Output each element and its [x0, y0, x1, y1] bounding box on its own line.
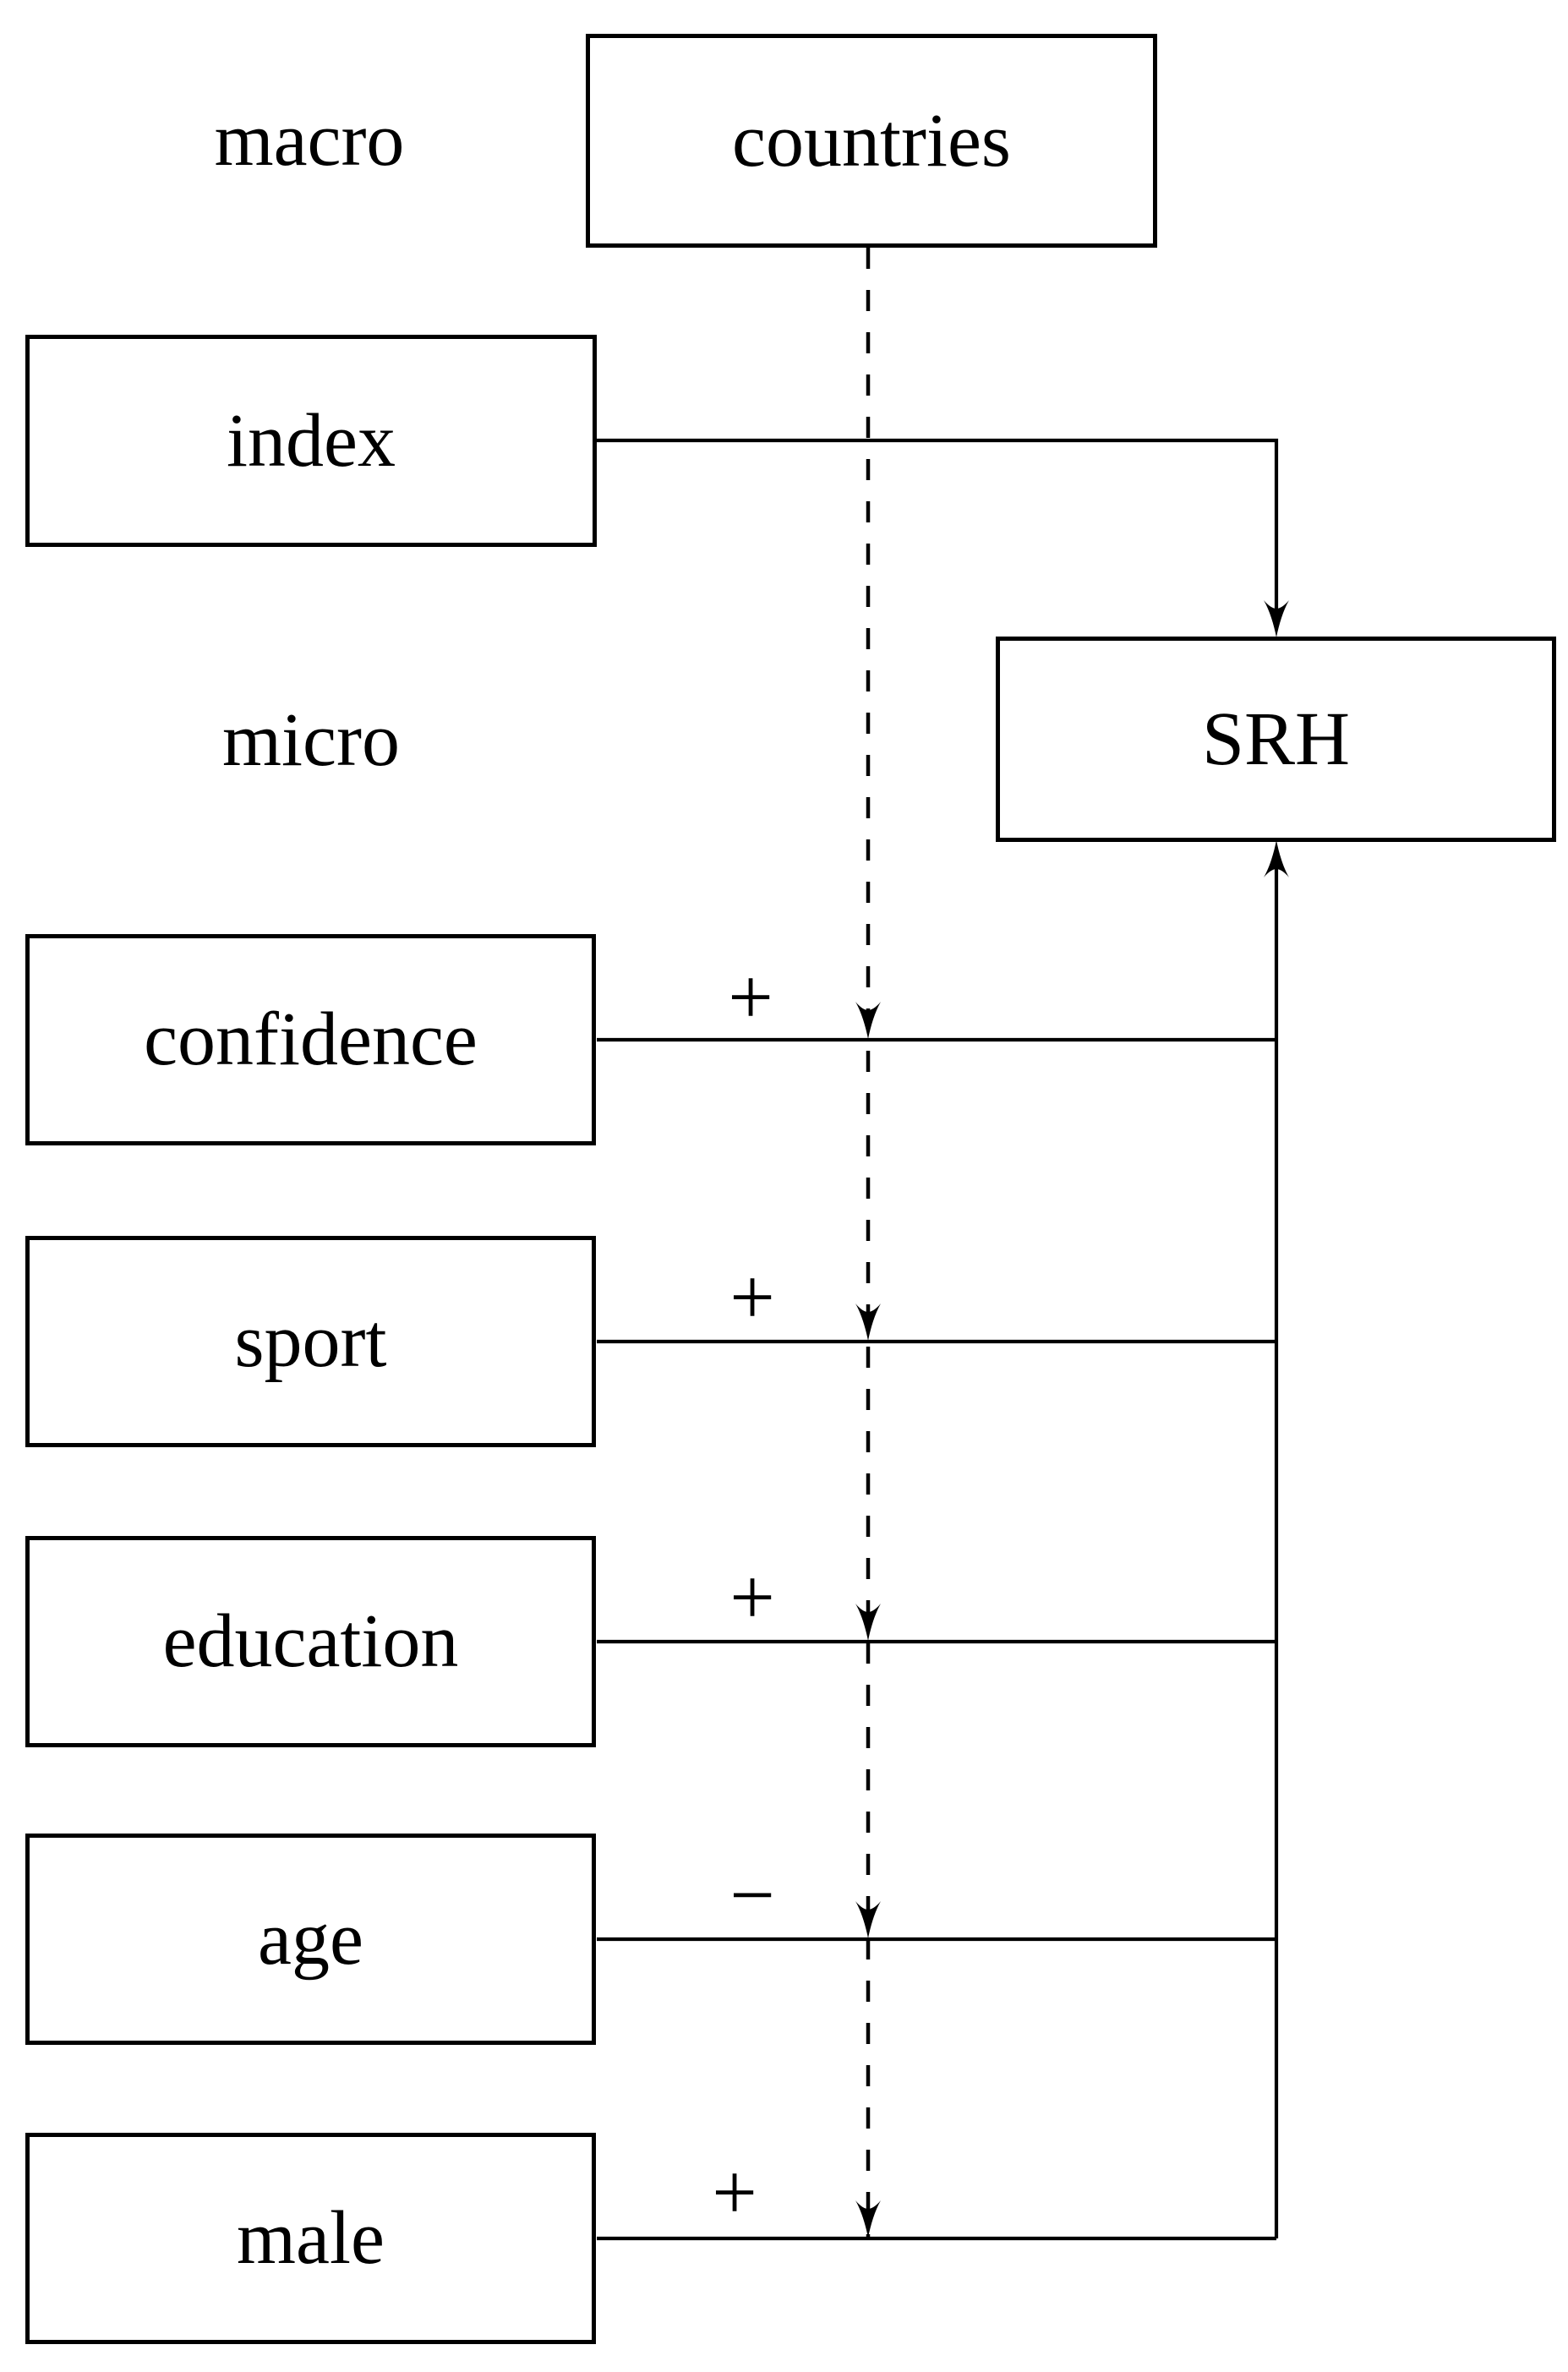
node-education-label: education: [162, 1599, 459, 1683]
node-age-label: age: [258, 1897, 363, 1981]
node-sport: sport: [25, 1236, 596, 1447]
node-countries-label: countries: [732, 98, 1011, 183]
node-sport-label: sport: [234, 1299, 387, 1383]
node-confidence-label: confidence: [144, 997, 478, 1081]
edge-index-srh: [597, 438, 1279, 614]
node-countries: countries: [586, 34, 1157, 248]
node-srh: SRH: [996, 637, 1556, 842]
node-srh-label: SRH: [1201, 697, 1351, 781]
sign-confidence-path: +: [728, 952, 773, 1042]
node-male-label: male: [237, 2196, 385, 2280]
macro-level-label: macro: [214, 98, 405, 182]
node-index: index: [25, 335, 597, 547]
node-education: education: [25, 1536, 596, 1747]
node-index-label: index: [227, 398, 396, 483]
sign-education-path: +: [729, 1552, 775, 1642]
node-male: male: [25, 2133, 596, 2344]
micro-level-label: micro: [222, 698, 400, 782]
node-age: age: [25, 1834, 596, 2045]
node-confidence: confidence: [25, 934, 596, 1145]
sign-age-path: −: [729, 1850, 775, 1940]
sign-male-path: +: [712, 2147, 757, 2238]
arrowhead-moderation-confidence: [855, 1002, 881, 1039]
sign-sport-path: +: [729, 1252, 775, 1342]
